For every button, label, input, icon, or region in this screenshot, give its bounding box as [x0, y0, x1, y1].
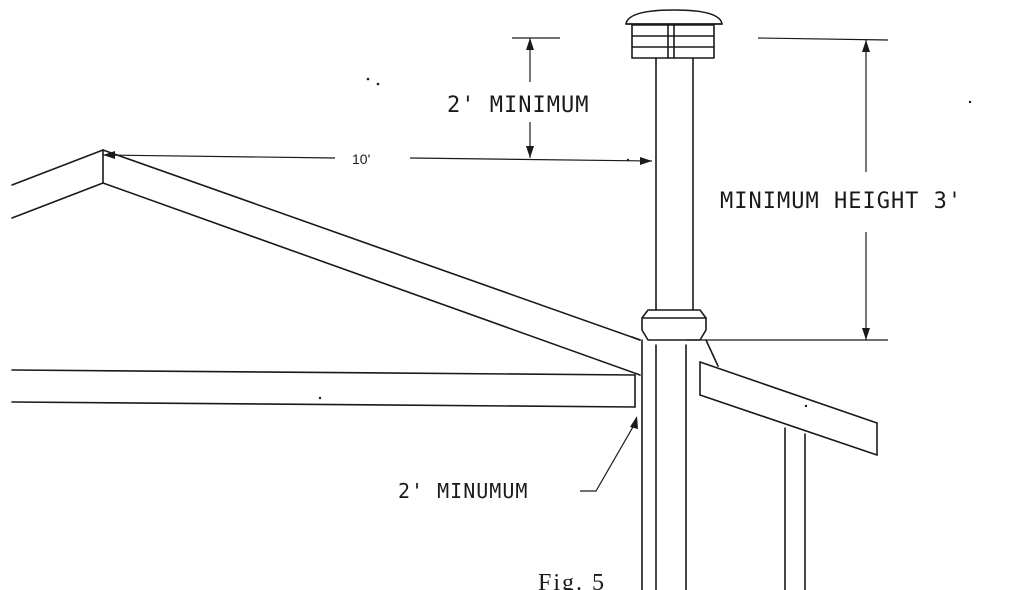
dimension-horizontal-10ft	[102, 151, 653, 165]
chimney-cap	[625, 9, 723, 59]
roof	[11, 149, 878, 456]
dimension-min-height	[686, 37, 889, 341]
label-min-height: MINIMUM HEIGHT 3'	[720, 189, 962, 214]
leader-clearance-side	[580, 416, 638, 492]
right-wall	[784, 427, 806, 590]
scan-specks	[318, 77, 972, 408]
label-clearance-side: 2' MINUMUM	[398, 479, 528, 503]
chimney	[631, 57, 719, 590]
dimension-clearance-above	[512, 37, 560, 158]
figure-caption: Fig. 5	[538, 570, 606, 590]
label-clearance-above: 2' MINIMUM	[447, 93, 589, 118]
label-horizontal-distance: 10'	[352, 151, 370, 167]
ceiling-joists	[11, 369, 636, 408]
